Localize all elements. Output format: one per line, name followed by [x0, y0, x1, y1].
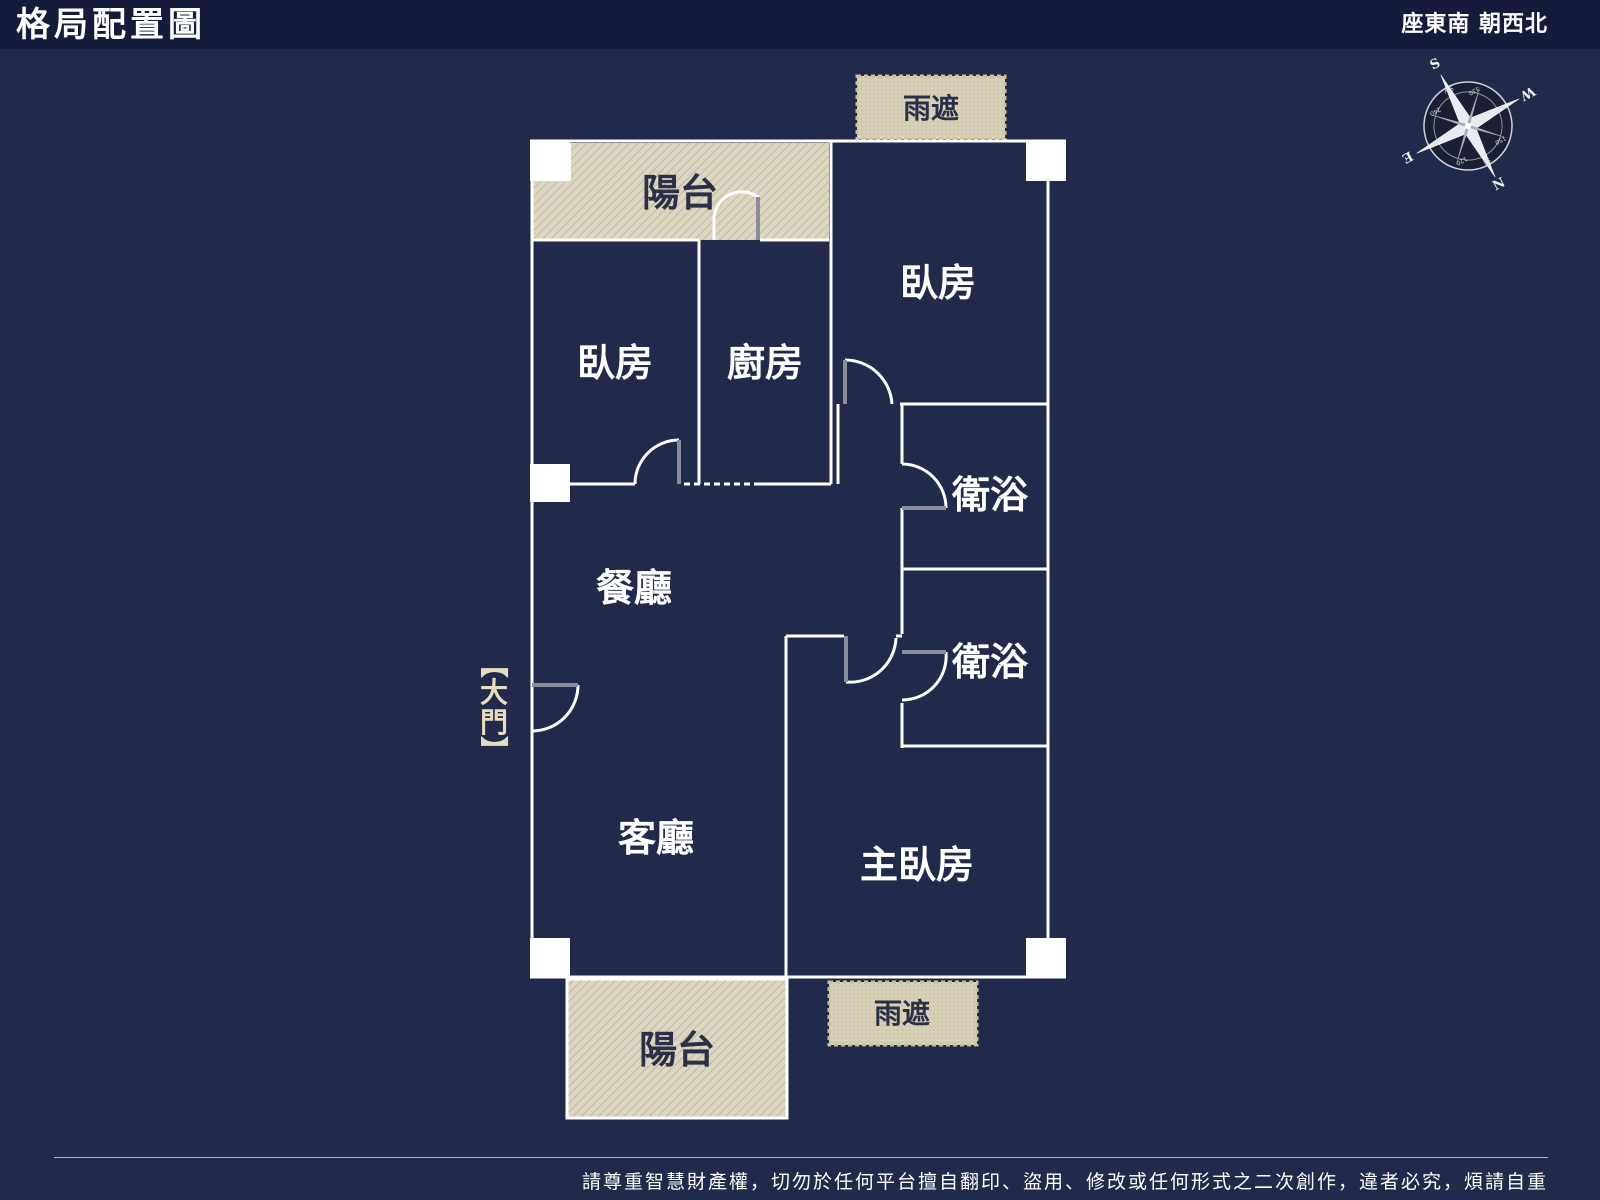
room-label-bath-upper: 衛浴 [951, 473, 1029, 517]
balcony-top: 陽台 [533, 143, 829, 240]
compass-tick-ne: NE [1429, 138, 1440, 148]
compass-tick-240: 240 [1428, 105, 1442, 117]
room-label-bedroom-top-right: 臥房 [900, 261, 976, 305]
room-label-bedroom-left: 臥房 [577, 341, 653, 385]
room-label-bath-lower: 衛浴 [951, 640, 1029, 684]
room-label-living: 客廳 [618, 816, 694, 860]
walls [530, 139, 1066, 979]
rain-cover-top: 雨遮 [855, 74, 1007, 141]
room-label-master-bedroom: 主臥房 [860, 843, 974, 887]
compass-tick-150: 150 [1493, 134, 1507, 146]
entrance-bracket-close: 】 [477, 736, 510, 764]
compass-tick-sw: SW [1443, 84, 1455, 95]
rain-cover-bottom-label: 雨遮 [874, 997, 930, 1030]
rain-cover-bottom: 雨遮 [827, 980, 979, 1047]
entrance-char-2: 門 [480, 706, 508, 739]
compass-tick-se: SE [1481, 156, 1491, 166]
footer-divider [54, 1157, 1548, 1158]
entrance-char-1: 大 [480, 676, 508, 709]
balcony-top-label: 陽台 [642, 171, 718, 215]
compass-west: W [1517, 82, 1538, 103]
balcony-bottom: 陽台 [565, 977, 789, 1120]
compass-tick-nw: NW [1495, 102, 1508, 113]
entrance-bracket-open: 【 [477, 650, 510, 678]
doors [531, 190, 948, 733]
compass-tick-120: 120 [1455, 155, 1469, 167]
columns [530, 141, 1066, 978]
header-bar: 格局配置圖 座東南 朝西北 [0, 0, 1600, 49]
orientation-text: 座東南 朝西北 [1401, 12, 1548, 37]
compass-tick-330: 330 [1467, 85, 1481, 97]
compass-south: S [1428, 56, 1443, 74]
compass-east: E [1399, 148, 1415, 166]
balcony-bottom-label: 陽台 [639, 1028, 715, 1072]
compass-north: N [1490, 175, 1508, 194]
page-title: 格局配置圖 [16, 5, 206, 45]
entrance-label: 【 大 門 】 [477, 650, 510, 764]
room-label-kitchen: 廚房 [727, 341, 803, 385]
copyright-notice: 請尊重智慧財產權，切勿於任何平台擅自翻印、盜用、修改或任何形式之二次創作，違者必… [581, 1171, 1548, 1193]
compass-rose-icon: N S E W SE SW NE NW 120 150 240 330 [1399, 56, 1538, 194]
room-label-dining: 餐廳 [596, 566, 672, 610]
rain-cover-top-label: 雨遮 [903, 92, 959, 125]
openings [624, 482, 760, 979]
